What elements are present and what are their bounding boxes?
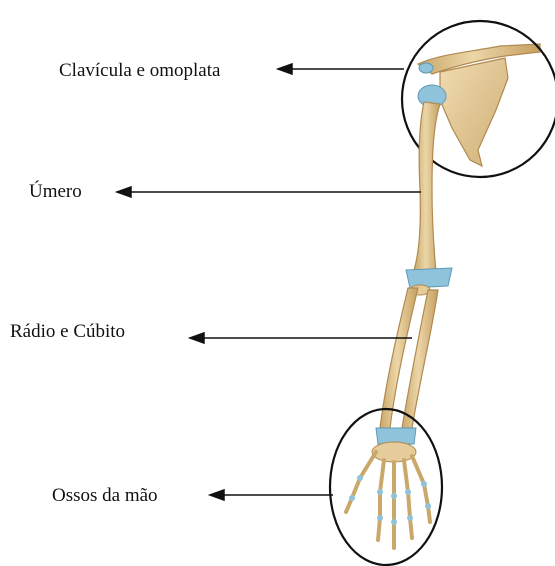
- arrows: [117, 64, 421, 500]
- scapula-shape: [440, 58, 508, 166]
- label-clavicle-scapula: Clavícula e omoplata: [59, 61, 220, 81]
- hand-region: [330, 409, 442, 565]
- label-hand-bones: Ossos da mão: [52, 486, 158, 506]
- label-humerus: Úmero: [29, 182, 82, 202]
- humerus-shape: [414, 102, 440, 272]
- label-radius-ulna: Rádio e Cúbito: [10, 322, 125, 342]
